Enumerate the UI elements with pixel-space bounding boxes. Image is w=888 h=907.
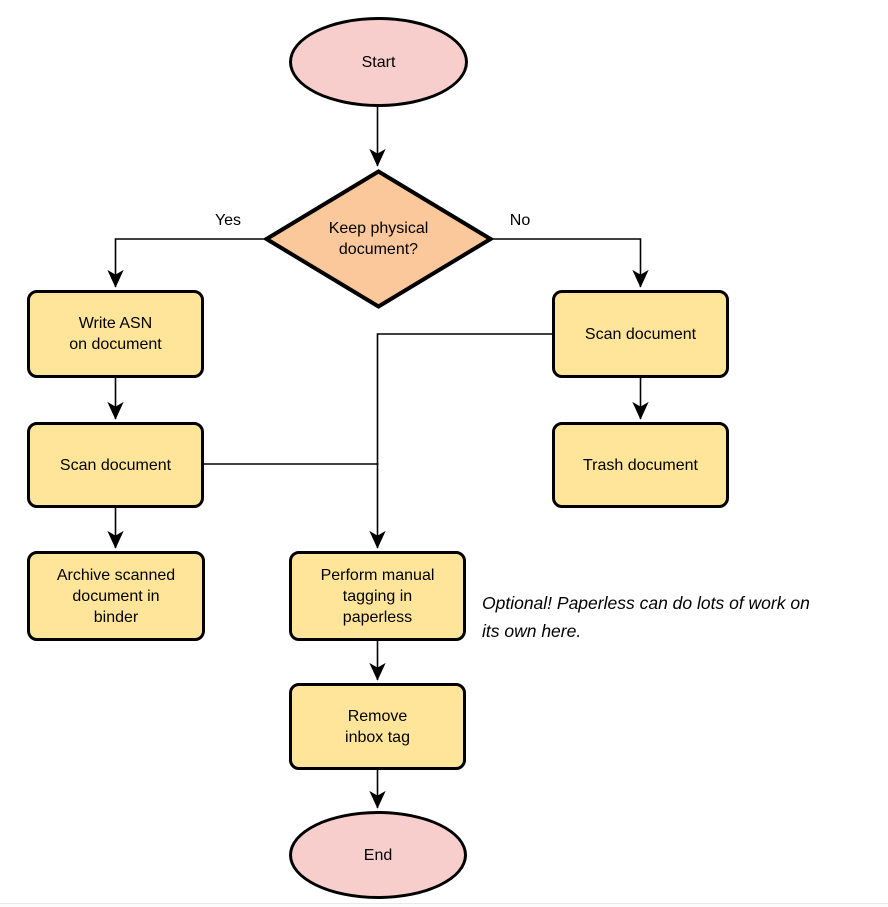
node-archive-in-binder: Archive scanned document in binder bbox=[27, 551, 205, 641]
edge-decision-no-to-scan bbox=[493, 238, 649, 288]
node-trash-document: Trash document bbox=[552, 422, 729, 508]
node-scan-document-right-label: Scan document bbox=[584, 325, 697, 343]
edge-scan-right-to-tagging bbox=[369, 333, 552, 549]
node-scan-document-right: Scan document bbox=[552, 290, 729, 378]
node-manual-tagging-label: Perform manual tagging in paperless bbox=[320, 566, 435, 626]
node-end-label: End bbox=[363, 846, 393, 864]
edge-label-yes: Yes bbox=[214, 212, 242, 229]
node-write-asn: Write ASN on document bbox=[27, 290, 204, 378]
node-start-terminator: Start bbox=[289, 17, 468, 107]
node-scan-document-left: Scan document bbox=[27, 422, 204, 508]
node-write-asn-label: Write ASN on document bbox=[69, 315, 162, 353]
edge-decision-yes-to-write bbox=[107, 238, 264, 288]
edge-label-no: No bbox=[509, 212, 531, 229]
decision-diamond-shape bbox=[264, 169, 493, 309]
node-end-terminator: End bbox=[289, 811, 467, 899]
page-bottom-divider bbox=[0, 903, 888, 904]
node-decision-keep-physical: Keep physical document? bbox=[264, 169, 493, 309]
node-scan-document-left-label: Scan document bbox=[59, 456, 172, 474]
node-remove-inbox-tag-label: Remove inbox tag bbox=[345, 707, 410, 746]
node-trash-document-label: Trash document bbox=[582, 456, 698, 474]
node-decision-label: Keep physical document? bbox=[328, 220, 429, 258]
page-bottom-strip bbox=[0, 904, 888, 907]
optional-note: Optional! Paperless can do lots of work … bbox=[482, 593, 810, 641]
node-start-label: Start bbox=[361, 53, 396, 71]
node-manual-tagging: Perform manual tagging in paperless bbox=[289, 551, 466, 641]
node-remove-inbox-tag: Remove inbox tag bbox=[289, 683, 466, 770]
node-archive-in-binder-label: Archive scanned document in binder bbox=[56, 566, 176, 626]
